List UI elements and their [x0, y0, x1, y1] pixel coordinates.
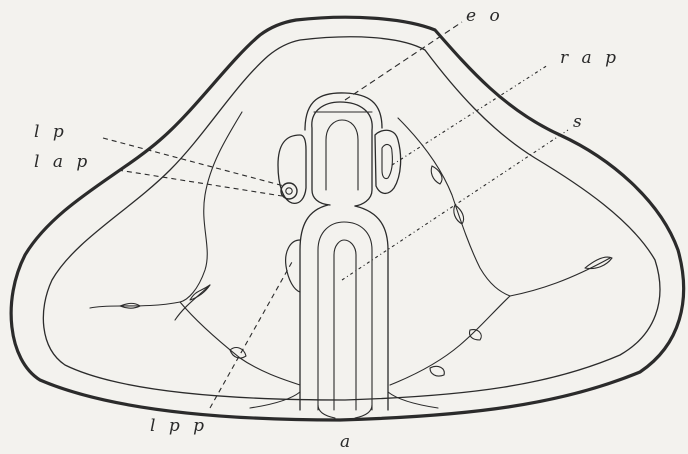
- label-lp: l p: [34, 122, 68, 142]
- label-rap: r a p: [560, 48, 620, 68]
- central-tube-outer: [312, 102, 372, 206]
- label-eo: e o: [466, 6, 504, 26]
- lp-ring: [281, 183, 297, 199]
- lower-tube-outer: [300, 205, 388, 410]
- central-tube-inner: [326, 120, 358, 190]
- leader-lpp: [210, 262, 292, 408]
- leader-lap: [118, 170, 282, 196]
- leader-eo: [345, 22, 462, 100]
- lower-tube-inner: [318, 222, 372, 410]
- label-s: s: [573, 112, 586, 132]
- label-lpp: l p p: [150, 416, 208, 436]
- label-lap: l a p: [34, 152, 91, 172]
- left-vessel: [180, 112, 242, 302]
- inner-outline: [43, 37, 660, 400]
- rap-structure: [375, 130, 401, 193]
- lpp-structure: [286, 240, 300, 292]
- label-a: a: [340, 432, 354, 452]
